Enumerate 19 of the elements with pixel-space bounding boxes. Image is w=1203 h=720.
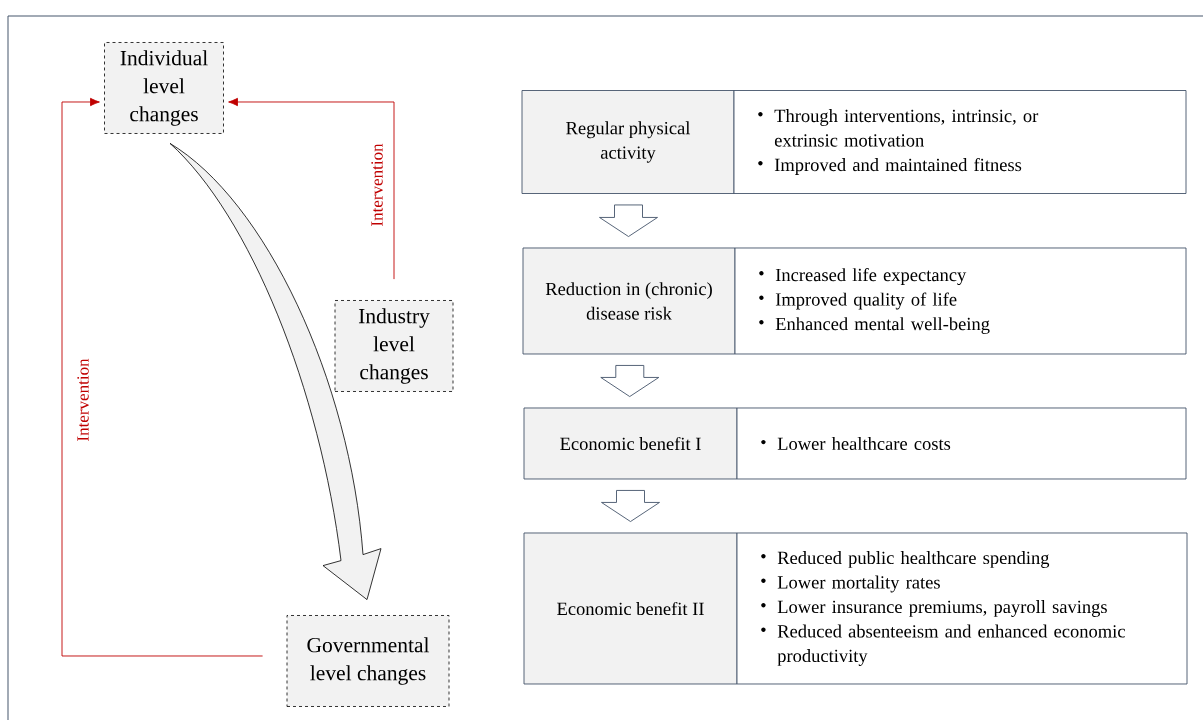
stage-box: Reduction in (chronic) disease risk (522, 247, 736, 355)
level-box: Industry level changes (334, 300, 454, 392)
stage-box: Regular physical activity (521, 90, 735, 194)
stage-box: Economic benefit II (523, 532, 738, 685)
block-arrow (599, 204, 658, 237)
block-arrow (600, 365, 660, 397)
bullet-list-box: Lower healthcare costs (736, 407, 1187, 480)
edge-label: Intervention (77, 358, 89, 441)
arrow (228, 97, 395, 280)
stage-box: Economic benefit I (523, 407, 738, 480)
bullet-list-box: Increased life expectancy Improved quality of life Enhanced mental well-being (734, 247, 1187, 355)
level-box: Individual level changes (104, 42, 224, 134)
edge-label: Intervention (371, 143, 383, 226)
bullet-list-box: Reduced public healthcare spending Lower mortality rates Lower insurance premiums, payroll savings Reduced absenteeism and enhanced economic productivity (736, 532, 1188, 685)
curved-block-arrow (169, 143, 382, 600)
block-arrow (601, 490, 660, 522)
bullet-list-box: Through interventions, intrinsic, or extrinsic motivation Improved and maintained fitness (733, 90, 1187, 194)
arrow (61, 97, 264, 657)
level-box: Governmental level changes (286, 615, 450, 707)
